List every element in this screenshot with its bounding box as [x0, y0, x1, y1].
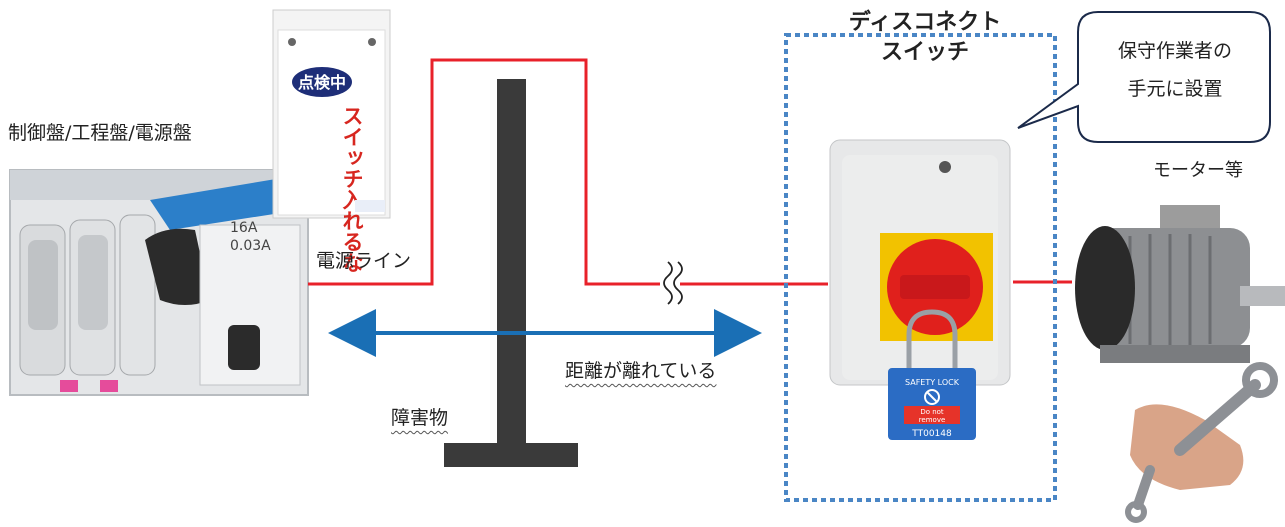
bubble-line2: 手元に設置 — [1127, 78, 1223, 100]
line-break-mark — [663, 261, 683, 305]
obstacle-bar — [444, 79, 578, 467]
lock-header-text: SAFETY LOCK — [905, 378, 960, 387]
lock-id-text: TT00148 — [911, 429, 952, 439]
distance-label: 距離が離れている — [565, 360, 717, 382]
panel-label: 制御盤/工程盤/電源盤 — [8, 122, 192, 144]
wrench-hand-image — [1125, 362, 1278, 523]
disconnect-title-line1: ディスコネクト — [848, 10, 1002, 35]
disconnect-title-line2: スイッチ — [880, 40, 969, 65]
power-line-label: 電源ライン — [316, 250, 412, 272]
tag-badge-text: 点検中 — [298, 73, 346, 92]
breaker-panel-image: 16A 0.03A — [9, 169, 309, 396]
disconnect-switch-boundary — [784, 33, 1057, 502]
power-line-wire — [308, 58, 660, 286]
bubble-line1: 保守作業者の — [1117, 40, 1232, 62]
breaker-rating-2: 0.03A — [230, 238, 271, 254]
disconnect-switch-image: SAFETY LOCK Do not remove TT00148 — [829, 139, 1011, 440]
lock-text-line1: Do not — [920, 408, 944, 416]
speech-bubble — [1017, 11, 1271, 143]
lock-text-line2: remove — [919, 416, 946, 424]
motor-label: モーター等 — [1153, 160, 1243, 181]
motor-image — [1075, 205, 1285, 363]
lockout-tag-image: 点検中 スイッチ入れるな — [272, 9, 391, 273]
speech-bubble-text: 保守作業者の 手元に設置 — [1080, 32, 1270, 108]
disconnect-switch-title: ディスコネクト スイッチ — [835, 8, 1015, 68]
breaker-rating-1: 16A — [230, 220, 258, 236]
obstacle-label: 障害物 — [391, 407, 449, 429]
tag-warning-text: スイッチ入れるな — [340, 105, 364, 273]
